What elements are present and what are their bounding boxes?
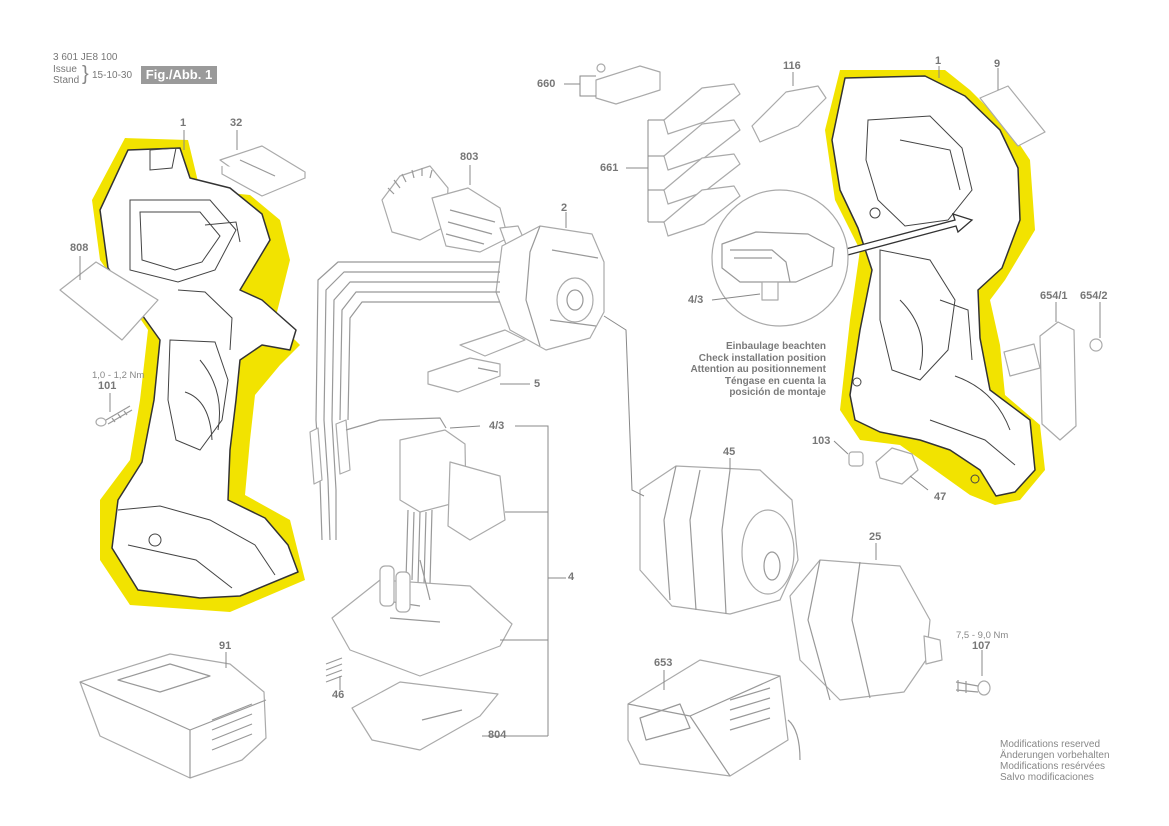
part-2-motor [495, 225, 605, 351]
part-label-91: 91 [219, 640, 232, 652]
housing-left-half [92, 138, 305, 612]
part-label-808: 808 [70, 242, 89, 254]
part-label-25: 25 [869, 531, 882, 543]
detail-circle-4-3 [711, 189, 849, 327]
motor-wire-harness [309, 261, 500, 541]
modifications-line: Modifications reserved [1000, 739, 1101, 750]
part-label-45: 45 [723, 446, 736, 458]
doc-number: 3 601 JE8 100 [53, 52, 118, 63]
part-label-661: 661 [600, 162, 619, 174]
installation-note-line: Téngase en cuenta la [724, 375, 826, 387]
part-label-103: 103 [812, 435, 831, 447]
part-label-2: 2 [561, 202, 568, 214]
leader-lines [79, 66, 1101, 737]
housing-right-half [825, 70, 1045, 505]
part-label-803: 803 [460, 151, 479, 163]
part-32-plate [219, 145, 306, 197]
part-25-chuck [789, 559, 943, 701]
part-47-knob [875, 447, 919, 485]
part-661-covers [663, 83, 741, 237]
part-label-32: 32 [230, 117, 243, 129]
part-label-116: 116 [783, 60, 801, 72]
part-46-spring [325, 657, 343, 683]
part-label-9: 9 [994, 58, 1001, 70]
part-4-switch-module [331, 429, 513, 751]
modifications-line: Modifications resérvées [1000, 761, 1106, 772]
part-label-46: 46 [332, 689, 345, 701]
part-660-selector [595, 63, 661, 105]
brace-icon: } [82, 63, 89, 85]
part-label-804: 804 [488, 729, 507, 741]
issue-label: Issue [53, 64, 77, 75]
part-808-label-sheet [59, 261, 159, 341]
part-5-slider [427, 329, 526, 393]
part-label-1-left: 1 [180, 117, 187, 129]
part-107-screw [955, 680, 991, 696]
torque-label-101: 1,0 - 1,2 Nm [92, 370, 145, 381]
part-103-nut [848, 451, 864, 467]
part-label-653: 653 [654, 657, 673, 669]
part-label-4-3-top: 4/3 [489, 420, 505, 432]
modifications-note: Modifications reserved Änderungen vorbeh… [1000, 739, 1110, 783]
part-label-1-right: 1 [935, 55, 942, 67]
installation-note-line: Check installation position [698, 352, 826, 364]
installation-note-line: posición de montaje [729, 387, 826, 398]
part-101-screw [95, 405, 133, 427]
part-label-101: 101 [98, 380, 117, 392]
part-45-gearbox [639, 465, 799, 615]
installation-note-line: Einbaulage beachten [725, 341, 826, 352]
torque-label-107: 7,5 - 9,0 Nm [956, 630, 1009, 641]
modifications-line: Änderungen vorbehalten [1000, 750, 1110, 761]
part-116-cover [751, 85, 827, 143]
issue-date: 15-10-30 [92, 70, 133, 81]
figure-label: Fig./Abb. 1 [141, 66, 217, 84]
part-label-4: 4 [568, 571, 575, 583]
part-label-654-2: 654/2 [1080, 290, 1108, 302]
installation-note: Einbaulage beachten Check installation p… [640, 341, 826, 399]
modifications-line: Salvo modificaciones [1000, 772, 1094, 783]
stand-label: Stand [53, 75, 80, 86]
part-803-armature [381, 165, 527, 253]
part-label-107: 107 [972, 640, 991, 652]
installation-note-line: Attention au positionnement [690, 364, 826, 375]
part-label-4-3-detail: 4/3 [688, 294, 704, 306]
part-label-47: 47 [934, 491, 947, 503]
part-label-5: 5 [534, 378, 541, 390]
part-label-654-1: 654/1 [1040, 290, 1068, 302]
part-653-charger [627, 659, 801, 777]
part-9-label-sheet [979, 85, 1046, 147]
part-654-belt-clip [1003, 321, 1103, 441]
part-91-battery [79, 653, 267, 779]
part-label-660: 660 [537, 78, 556, 90]
